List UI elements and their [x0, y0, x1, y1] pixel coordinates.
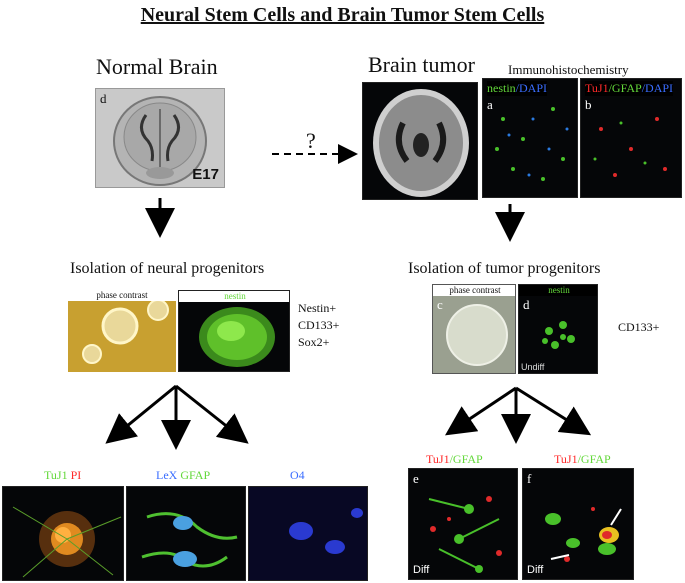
normal-brain-panel: d E17 — [95, 88, 225, 188]
diff-label-f-state: Diff — [527, 564, 544, 576]
panel-f: f Diff — [522, 468, 634, 580]
brain-tumor-header: Brain tumor — [368, 52, 475, 77]
isolation-tumor-label: Isolation of tumor progenitors — [408, 260, 601, 277]
tumor-sphere-nestin-image — [542, 321, 575, 349]
diff-label-tuj1-pi: TuJ1 PI — [44, 468, 81, 483]
label-pi: PI — [67, 468, 82, 482]
diff-label-e: TuJ1/GFAP — [426, 452, 483, 467]
panel-e: e Diff — [408, 468, 518, 580]
panel-letter-a-mark: a — [487, 97, 493, 112]
tumor-sphere-phase-image — [446, 304, 508, 366]
tuj1-pi-image — [12, 506, 122, 578]
label-o4: O4 — [290, 468, 305, 482]
neurosphere-nestin-image — [199, 307, 275, 367]
diff-label-o4: O4 — [290, 468, 305, 483]
embryo-brain-image — [113, 96, 207, 186]
panel-d-tumor: nestin d Undiff — [518, 284, 598, 374]
diff-tuj1-gfap-image-f — [545, 507, 622, 562]
undiff-label: Undiff — [521, 362, 545, 372]
diff-label-e-state: Diff — [413, 564, 430, 576]
panel-letter-c: c — [437, 297, 443, 312]
ihc-label: Immunohistochemistry — [508, 62, 629, 77]
label-lex: LeX — [156, 468, 178, 482]
diff-label-lex-gfap: LeX GFAP — [156, 468, 210, 483]
lex-gfap-image — [141, 512, 238, 568]
panel-letter-e: e — [413, 471, 419, 486]
panel-letter-b: b — [585, 97, 592, 112]
figure-title: Neural Stem Cells and Brain Tumor Stem C… — [140, 4, 545, 26]
nestin-dapi-image — [495, 107, 569, 181]
label-gfap-e: /GFAP — [449, 452, 483, 466]
label-tuj1-b: TuJ1 — [585, 81, 609, 95]
o4-panel — [248, 486, 368, 581]
label-gfap-f: /GFAP — [577, 452, 611, 466]
tuj1-gfap-dapi-image — [593, 117, 667, 177]
panel-letter-d-tumor: d — [523, 297, 530, 312]
marker-sox2: Sox2+ — [298, 335, 330, 349]
panel-b-label: TuJ1/GFAP/DAPI — [585, 81, 674, 96]
label-tuj1: TuJ1 — [44, 468, 68, 482]
panel-letter-d-normal: d — [100, 91, 107, 106]
nestin-label-neural: nestin — [179, 291, 289, 302]
isolation-neural-label: Isolation of neural progenitors — [70, 260, 265, 277]
question-mark: ? — [306, 128, 316, 153]
phase-contrast-label-tumor: phase contrast — [433, 285, 515, 296]
neural-markers: Nestin+ CD133+ Sox2+ — [298, 300, 339, 351]
label-gfap: GFAP — [177, 468, 211, 482]
marker-cd133: CD133+ — [298, 318, 340, 332]
panel-c: phase contrast c — [432, 284, 516, 374]
label-dapi-a: /DAPI — [515, 81, 548, 95]
label-gfap-b: /GFAP — [608, 81, 642, 95]
panel-a: nestin/DAPI a — [482, 78, 578, 198]
label-tuj1-e: TuJ1 — [426, 452, 450, 466]
panel-letter-f: f — [527, 471, 532, 486]
diff-label-f: TuJ1/GFAP — [554, 452, 611, 467]
label-tuj1-f: TuJ1 — [554, 452, 578, 466]
phase-contrast-label-neural: phase contrast — [68, 290, 176, 301]
ct-scan-image — [373, 89, 469, 197]
nestin-neural-panel: nestin — [178, 290, 290, 372]
label-dapi-b: /DAPI — [641, 81, 674, 95]
tuj1-pi-panel — [2, 486, 124, 581]
nestin-label-tumor: nestin — [519, 285, 597, 296]
stage-label: E17 — [192, 166, 219, 183]
lex-gfap-panel — [126, 486, 246, 581]
neurosphere-phase-image — [68, 290, 176, 372]
panel-b: TuJ1/GFAP/DAPI b — [580, 78, 682, 198]
panel-a-label: nestin/DAPI — [487, 81, 548, 96]
label-nestin-a: nestin — [487, 81, 516, 95]
normal-brain-header: Normal Brain — [96, 54, 218, 79]
marker-nestin: Nestin+ — [298, 301, 337, 315]
tumor-marker: CD133+ — [618, 320, 660, 334]
phase-contrast-neural-panel: phase contrast — [68, 290, 176, 372]
o4-image — [289, 508, 363, 554]
ct-scan-panel — [362, 82, 478, 200]
diff-tuj1-gfap-image-e — [428, 496, 502, 573]
